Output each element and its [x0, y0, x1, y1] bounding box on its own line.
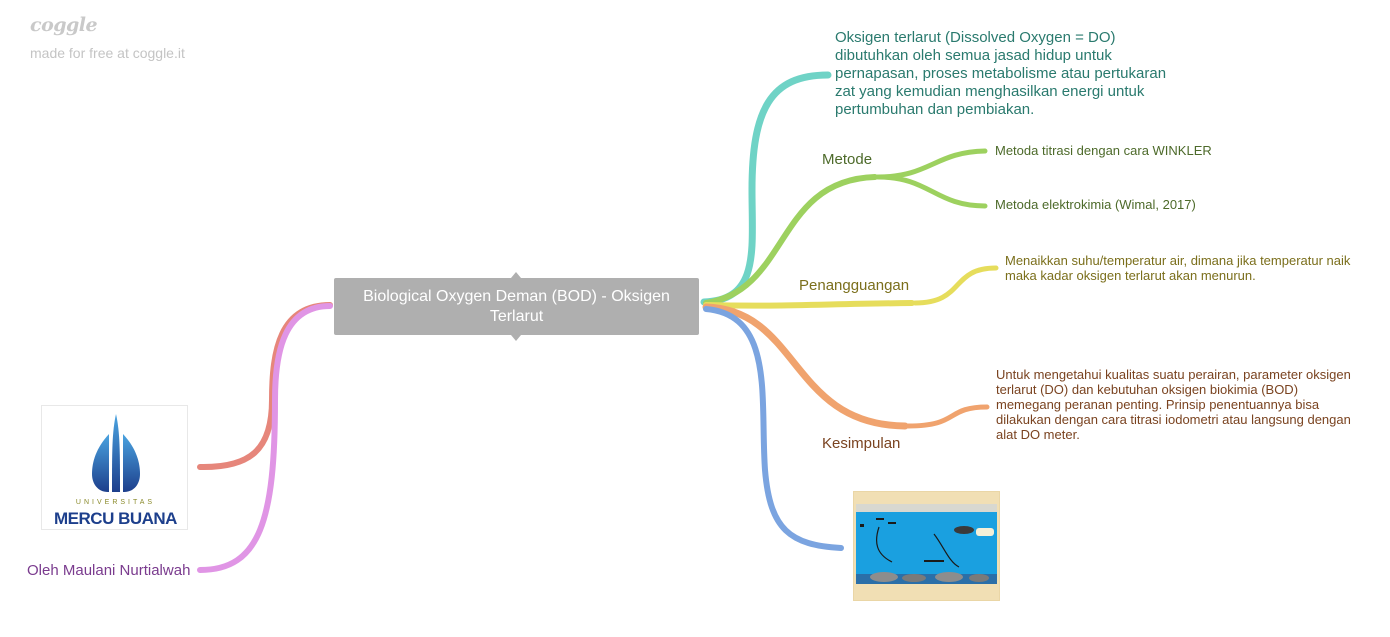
author-branch	[197, 303, 333, 573]
logo-branch	[197, 302, 333, 471]
coggle-tagline[interactable]: made for free at coggle.it	[30, 45, 185, 61]
metode-elektrokimia-node[interactable]: Metoda elektrokimia (Wimal, 2017)	[995, 197, 1196, 212]
logo-mercu-buana-text: MERCU BUANA	[54, 509, 177, 528]
university-emblem-icon	[92, 414, 140, 492]
kesimpulan-sub-branch	[905, 404, 990, 429]
water-diagram-illustration	[854, 492, 999, 600]
university-logo-image[interactable]: UNIVERSITAS MERCU BUANA	[41, 405, 188, 530]
central-node-title: Biological Oxygen Deman (BOD) - Oksigen …	[363, 287, 670, 325]
definition-node[interactable]: Oksigen terlarut (Dissolved Oxygen = DO)…	[835, 29, 1167, 118]
penanggulangan-node[interactable]: Penangguangan	[799, 277, 910, 294]
kesimpulan-node[interactable]: Kesimpulan	[822, 435, 901, 452]
metode-sub-branch-2	[875, 174, 988, 209]
penanggulangan-branch	[703, 300, 915, 309]
central-node-top-handle[interactable]	[511, 272, 521, 278]
image-branch	[703, 306, 844, 551]
central-node-bottom-handle[interactable]	[511, 335, 521, 341]
central-node[interactable]: Biological Oxygen Deman (BOD) - Oksigen …	[334, 278, 699, 335]
metode-branch	[703, 174, 878, 306]
coggle-logo[interactable]: coggle	[30, 14, 98, 36]
logo-university-text: UNIVERSITAS	[75, 499, 156, 506]
metode-node[interactable]: Metode	[822, 151, 873, 168]
metode-sub-branch-1	[875, 148, 988, 180]
penanggulangan-detail-node[interactable]: Menaikkan suhu/temperatur air, dimana ji…	[1005, 253, 1351, 283]
metode-winkler-node[interactable]: Metoda titrasi dengan cara WINKLER	[995, 143, 1212, 158]
author-node[interactable]: Oleh Maulani Nurtialwah	[27, 562, 191, 579]
kesimpulan-branch	[702, 303, 909, 430]
penanggulangan-sub-branch	[912, 265, 999, 306]
do-cycle-image[interactable]	[853, 491, 1000, 601]
kesimpulan-detail-node[interactable]: Untuk mengetahui kualitas suatu perairan…	[996, 367, 1351, 442]
